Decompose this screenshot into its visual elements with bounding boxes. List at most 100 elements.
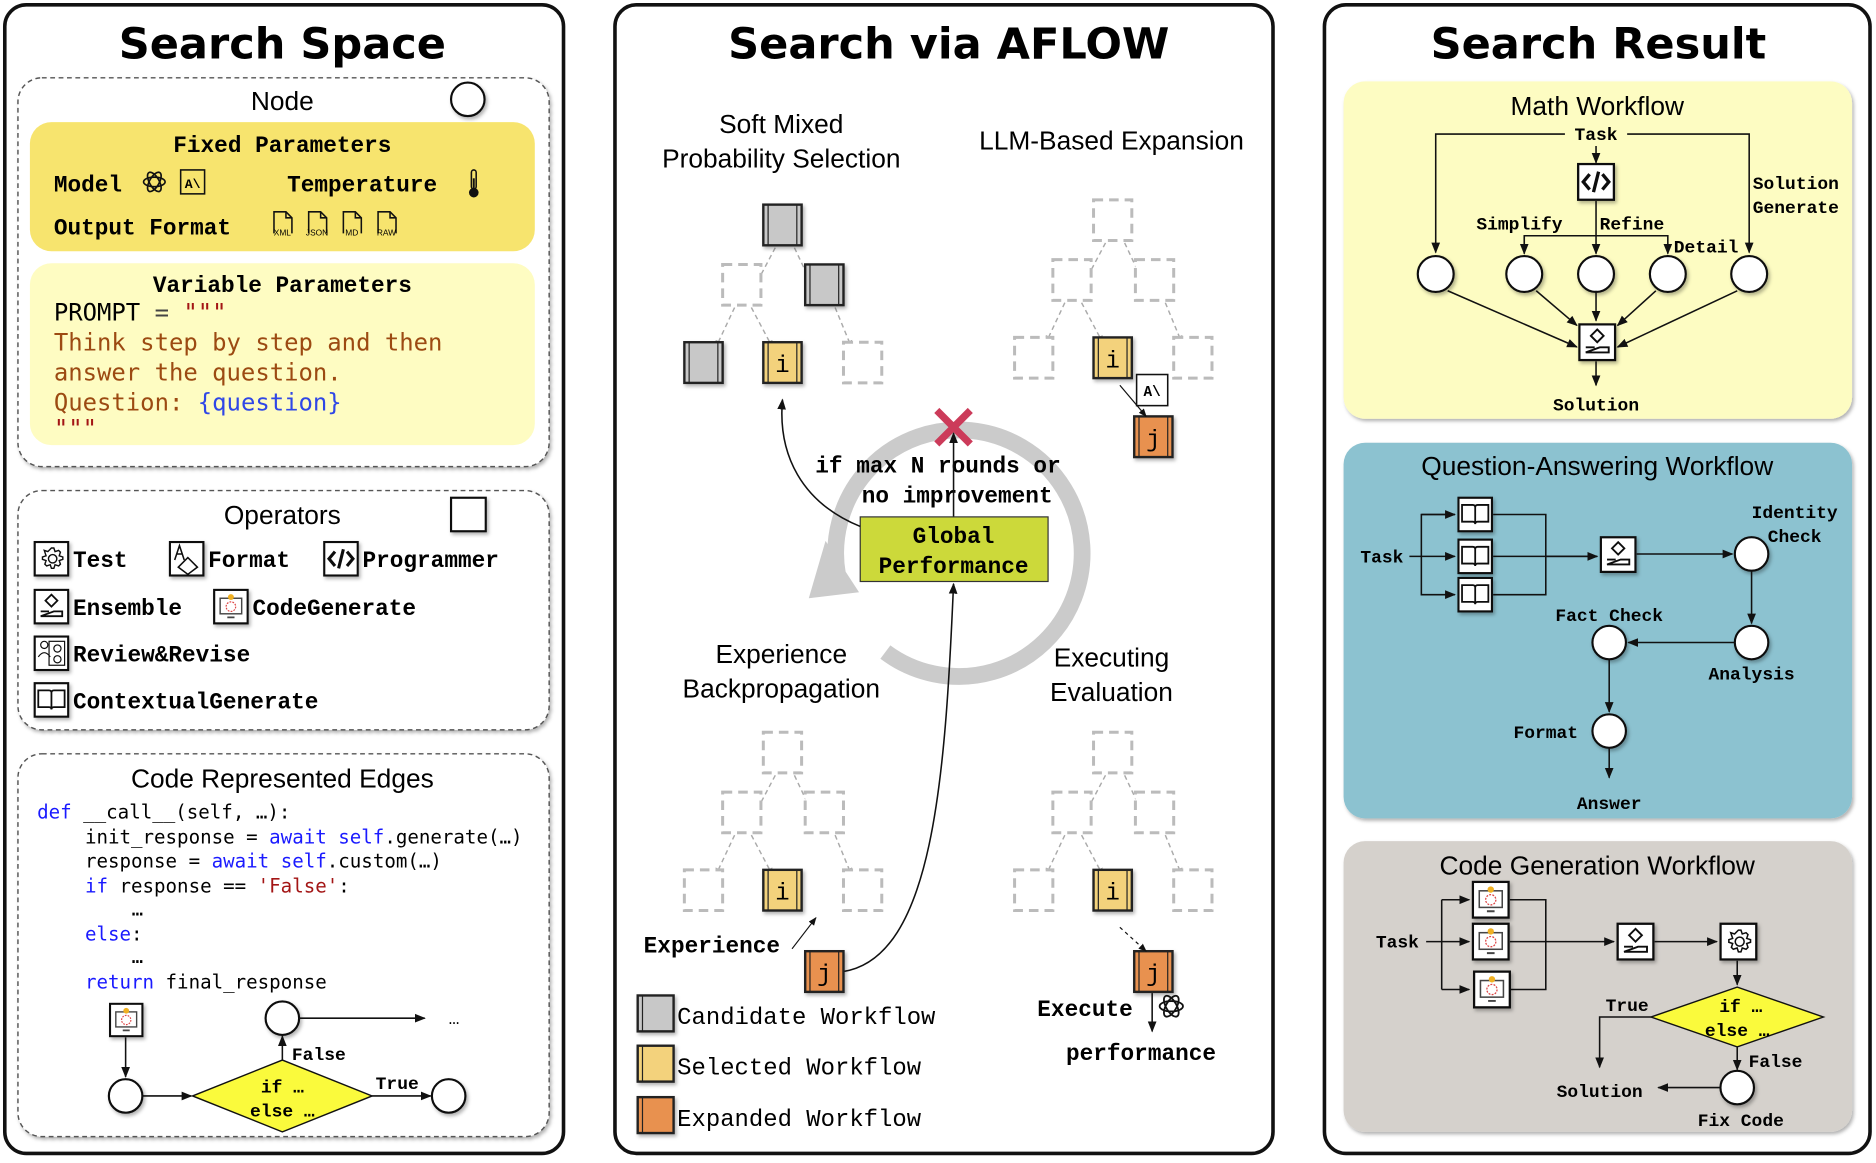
expanded-workflow-node: j (1133, 415, 1174, 459)
operator-label: Programmer (363, 548, 499, 574)
loop-arrowhead (808, 540, 860, 599)
math-node (1730, 254, 1769, 294)
solution-generate-label: Solution (1753, 175, 1839, 195)
empty-workflow-node (1172, 868, 1214, 913)
global-performance-label: Global (913, 524, 995, 550)
empty-workflow-node (1092, 730, 1134, 775)
format-node (1591, 713, 1628, 749)
gear-icon (33, 540, 70, 577)
ellipsis: … (449, 1010, 460, 1030)
candidate-workflow-node (683, 341, 724, 385)
experience-label: Experience (644, 933, 780, 959)
codegenerate-icon (1471, 922, 1510, 961)
ensemble-icon (1599, 536, 1637, 574)
anthropic-logo: A\ (185, 177, 201, 192)
selected-workflow-node: i (762, 868, 803, 912)
node-circle-icon (449, 81, 486, 118)
expanded-workflow-node: j (804, 950, 845, 994)
file-format-label: XML (274, 228, 292, 238)
false-node-circle (264, 1000, 301, 1037)
decision-if: if … (1719, 998, 1762, 1018)
math-node (1577, 254, 1616, 294)
node-label: i (775, 353, 789, 380)
evaluation-title: Evaluation (1050, 677, 1173, 707)
codegen-icon (213, 588, 249, 625)
selection-title: Soft Mixed (719, 109, 843, 139)
fix-code-label: Fix Code (1698, 1112, 1784, 1132)
empty-workflow-node (1133, 790, 1176, 835)
programmer-icon (1576, 162, 1616, 202)
empty-workflow-node (721, 790, 763, 835)
stop-condition: no improvement (862, 484, 1053, 510)
code-line: … (132, 897, 144, 920)
variable-parameters-title: Variable Parameters (153, 273, 412, 299)
code-line: def __call__(self, …): (37, 800, 290, 823)
operator-item: ContextualGenerate (33, 682, 318, 718)
math-workflow: Math Workflow Task Simplify Refine Detai… (1343, 81, 1853, 419)
prompt-closing: """ (54, 415, 97, 443)
empty-workflow-node (803, 790, 845, 835)
search-result-title: Search Result (1431, 20, 1767, 70)
node-label: i (775, 881, 789, 908)
operator-item: Programmer (323, 540, 499, 577)
legend-item-selected: Selected Workflow (636, 1044, 922, 1083)
start-node-circle (107, 1078, 144, 1114)
solution-label: Solution (1553, 396, 1639, 416)
operator-label: Format (208, 548, 290, 574)
selected-workflow-node: i (1092, 868, 1134, 912)
false-label: False (292, 1046, 346, 1066)
identity-check-label: Identity (1752, 504, 1838, 524)
true-label: True (1606, 997, 1649, 1017)
node-section: Node Fixed Parameters Model A\ Temperatu… (17, 77, 550, 468)
anthropic-logo: A\ (1144, 385, 1161, 401)
candidate-workflow-node (762, 203, 803, 247)
empty-workflow-node (1051, 258, 1093, 302)
empty-workflow-node (1013, 335, 1055, 380)
empty-workflow-node (1051, 790, 1093, 835)
file-format-label: RAW (377, 228, 396, 238)
model-label: Model (54, 172, 122, 198)
operator-label: CodeGenerate (252, 596, 416, 622)
task-label: Task (1376, 934, 1419, 954)
empty-workflow-node (1013, 868, 1055, 913)
aflow-title: Search via AFLOW (728, 20, 1169, 70)
search-space-title: Search Space (119, 20, 446, 70)
node-label: i (1105, 348, 1119, 375)
contextual-generate-icon (1457, 496, 1494, 533)
variable-parameters: Variable Parameters PROMPT = """ Think s… (29, 263, 535, 446)
format-label: Format (1513, 724, 1578, 744)
qa-workflow: Question-Answering Workflow Task Identit… (1343, 442, 1853, 819)
operator-label: ContextualGenerate (73, 689, 318, 715)
selected-workflow-node: i (762, 341, 803, 385)
codegenerate-icon (1472, 970, 1511, 1009)
empty-workflow-node (721, 262, 763, 307)
operator-label: Review&Revise (73, 643, 250, 669)
code-workflow: Code Generation Workflow Task if … else … (1343, 841, 1853, 1132)
math-node (1505, 254, 1544, 294)
codegenerate-icon (1471, 880, 1510, 919)
empty-workflow-node (761, 730, 804, 775)
code-line: init_response = await self.generate(…) (85, 826, 523, 849)
analysis-node (1733, 624, 1770, 661)
empty-workflow-node (682, 868, 725, 913)
global-performance-box (859, 516, 1049, 583)
node-label: j (817, 962, 831, 989)
prompt-line: Think step by step and then (54, 329, 443, 357)
operator-item: Ensemble (33, 588, 182, 625)
contextual-generate-icon (1457, 576, 1494, 613)
ensemble-icon (1616, 922, 1655, 961)
empty-workflow-node (841, 868, 884, 913)
anthropic-icon (179, 169, 206, 195)
code-edges-section: Code Represented Edges def __call__(self… (17, 753, 550, 1138)
answer-label: Answer (1577, 795, 1642, 815)
operator-label: Ensemble (73, 596, 182, 622)
detail-label: Detail (1674, 238, 1739, 258)
book-icon (33, 682, 70, 718)
review-icon (33, 635, 70, 672)
fixed-parameters: Fixed Parameters Model A\ Temperature Ou… (29, 122, 535, 252)
false-label: False (1749, 1053, 1803, 1073)
code-icon (323, 540, 359, 577)
legend-item-expanded: Expanded Workflow (636, 1095, 922, 1135)
empty-workflow-node (841, 340, 884, 385)
